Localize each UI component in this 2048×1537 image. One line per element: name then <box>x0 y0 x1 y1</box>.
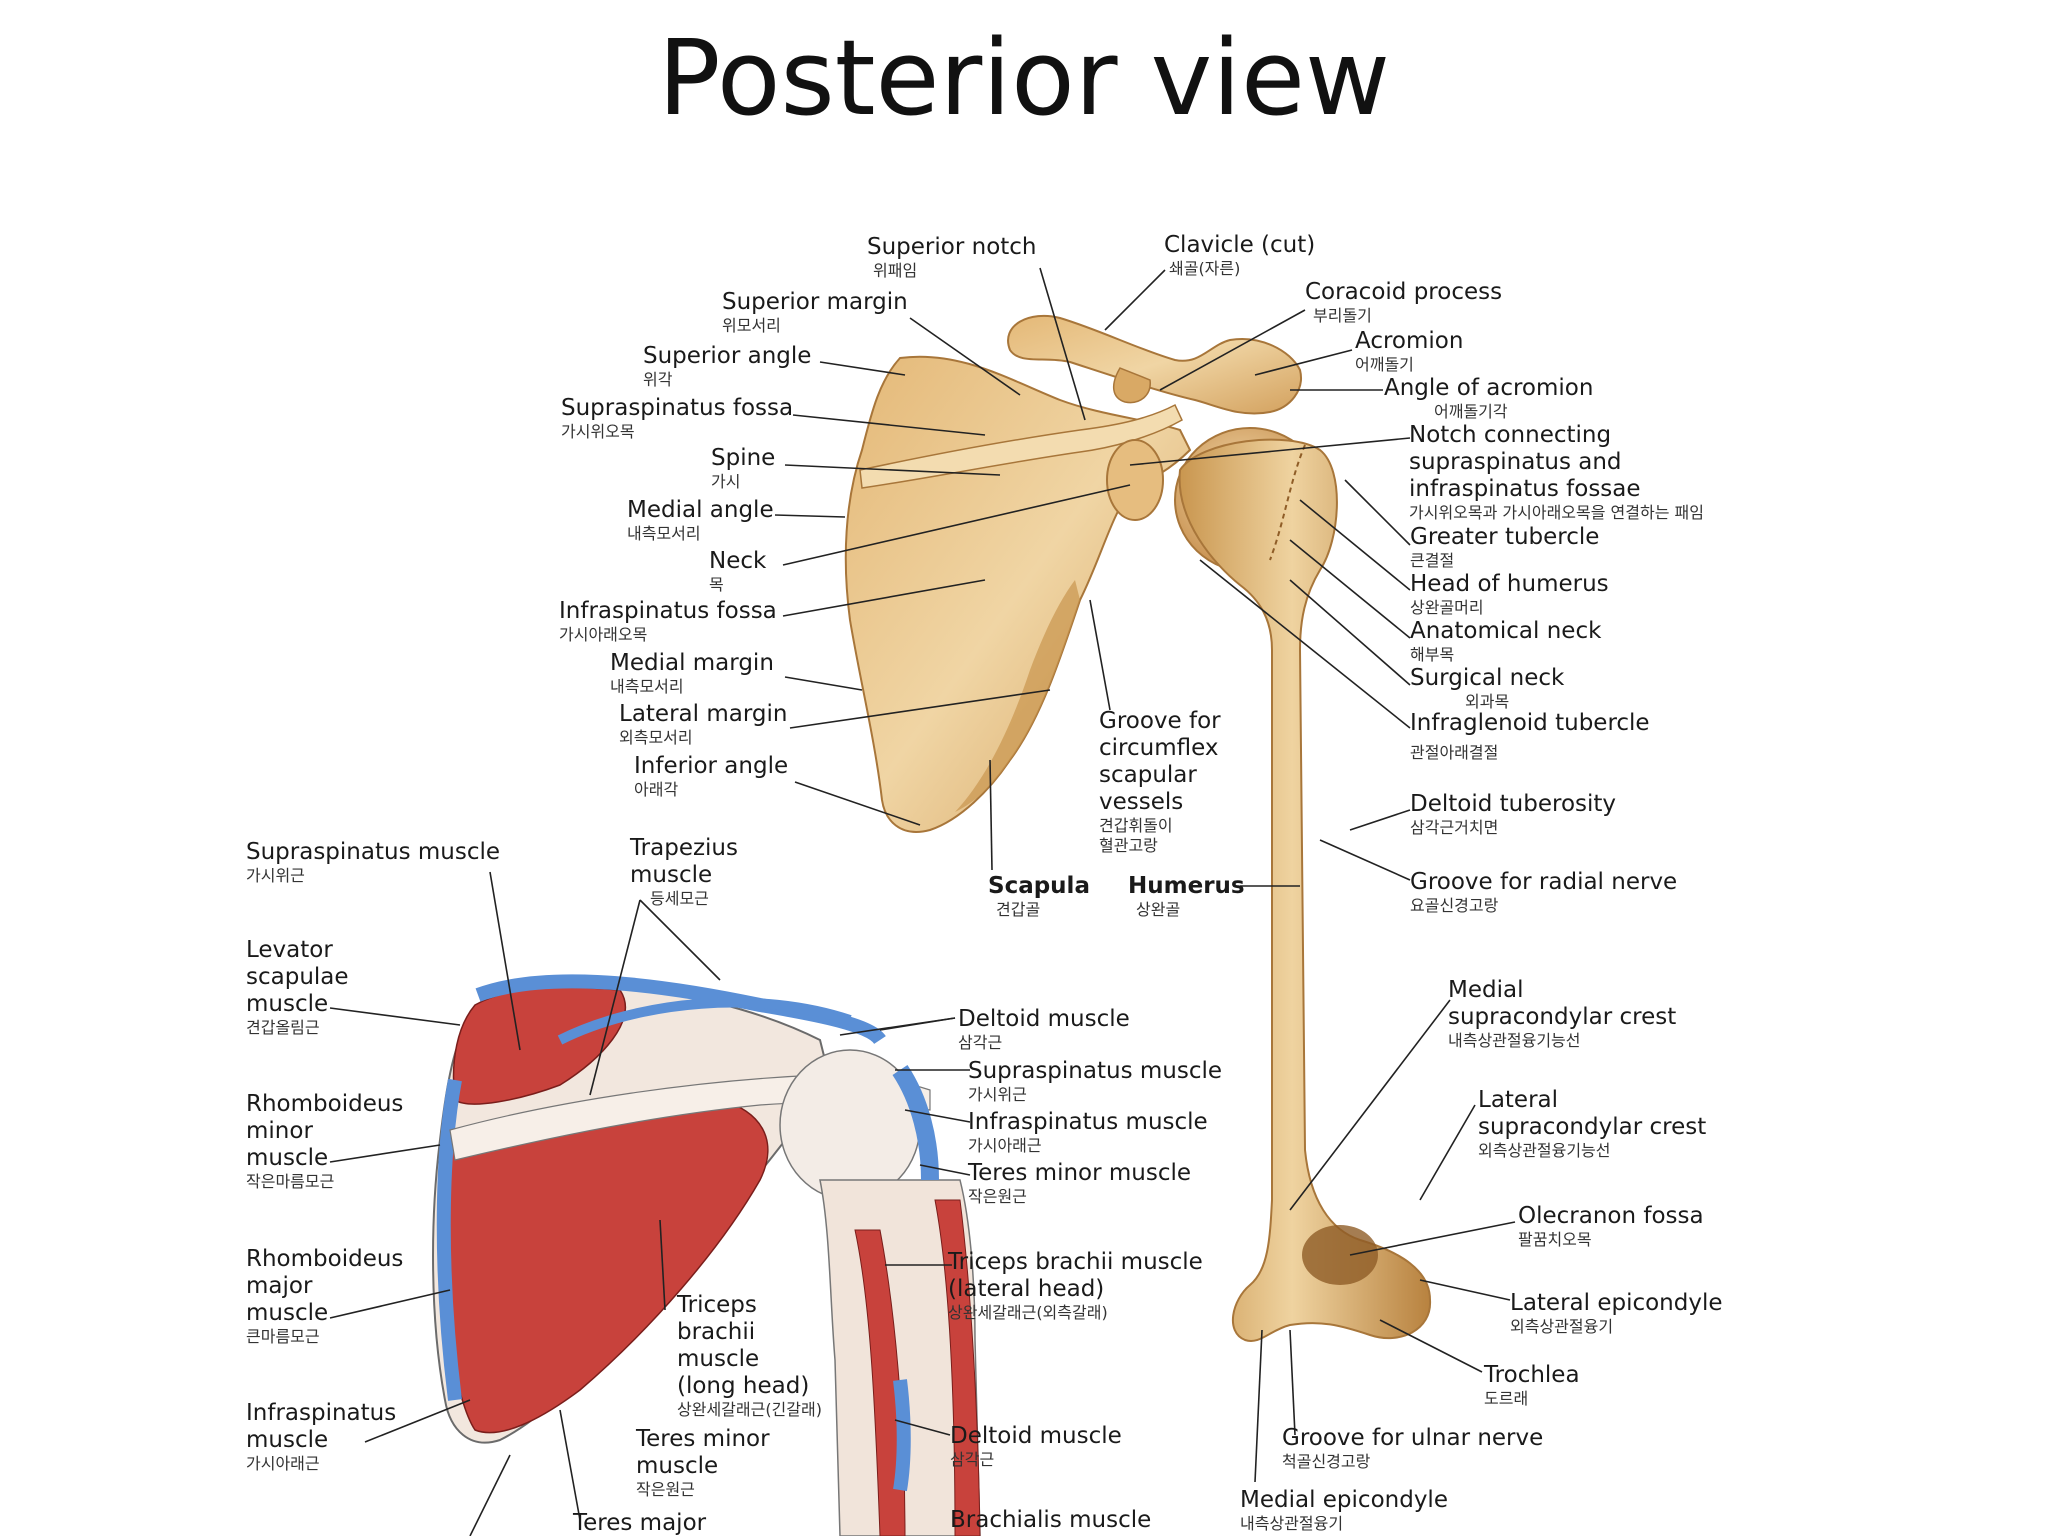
label-clavicle: Clavicle (cut)쇄골(자른) <box>1164 232 1316 278</box>
label-triceps-long: Triceps brachii muscle (long head)상완세갈래근… <box>677 1292 822 1419</box>
humerus-bone <box>1174 427 1432 1342</box>
label-notch-connecting: Notch connecting supraspinatus and infra… <box>1409 422 1704 522</box>
scapula-bone <box>844 355 1192 833</box>
label-teres-major: Teres major <box>573 1510 707 1536</box>
label-triceps-lateral: Triceps brachii muscle (lateral head)상완세… <box>948 1249 1203 1322</box>
clavicle-acromion <box>1007 314 1302 415</box>
page-title: Posterior view <box>657 17 1391 139</box>
muscle-illustration <box>432 974 981 1536</box>
leader-lines <box>329 267 1516 1536</box>
label-brachialis: Brachialis muscle <box>950 1507 1152 1533</box>
